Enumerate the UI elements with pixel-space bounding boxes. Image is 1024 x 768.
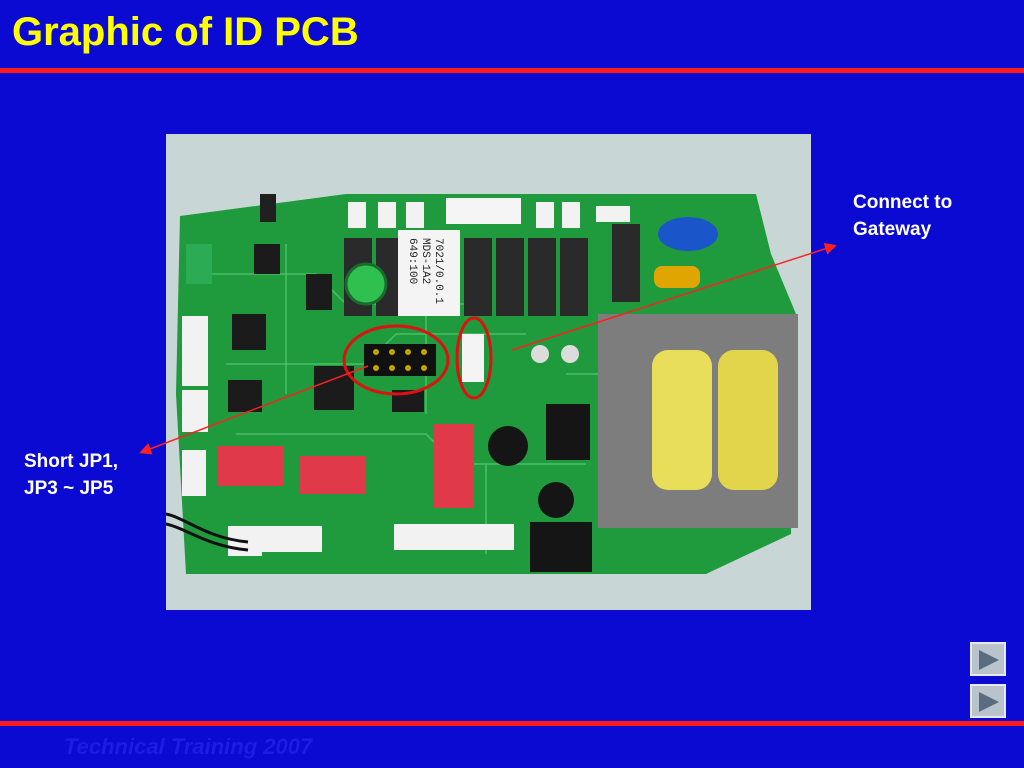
pcb-illustration: 7021/0.0.1 MDS-1A2 649:100 [166,194,798,574]
regulator [546,404,590,460]
sticker-line-2: MDS-1A2 [419,238,431,284]
jumper-highlight [342,324,450,396]
gateway-callout: Connect to Gateway [853,189,952,243]
capacitor-yellow [654,266,700,288]
sticker-line-1: 7021/0.0.1 [432,238,444,304]
slide-title: Graphic of ID PCB [12,10,359,54]
play-icon [979,692,999,712]
pcb-sticker [398,230,460,316]
transformer-coil-right [718,350,778,490]
capacitor-black [538,482,574,518]
gateway-callout-line-1: Connect to [853,192,953,213]
connector-top [446,198,521,224]
connector-highlight [455,316,493,400]
heatsink [530,522,592,572]
transformer-coil-left [652,350,712,490]
short-jumper-callout: Short JP1, JP3 ~ JP5 [24,448,118,502]
capacitor-blue [658,217,718,251]
short-callout-line-2: JP3 ~ JP5 [24,478,114,499]
last-slide-button[interactable] [970,684,1006,718]
sticker-line-3: 649:100 [406,238,418,284]
title-divider [0,68,1024,73]
footer-divider [0,721,1024,726]
next-slide-button[interactable] [970,642,1006,676]
dip-switch-3 [434,424,474,508]
dip-switch-2 [300,456,366,494]
buzzer [488,426,528,466]
play-icon [979,650,999,670]
dip-switch-1 [218,446,284,486]
gateway-connector [462,334,484,382]
terminal-block [186,244,212,284]
push-button [260,194,276,222]
capacitor-green [344,262,388,306]
footer-text: Technical Training 2007 [64,734,313,759]
gateway-callout-line-2: Gateway [853,219,932,240]
pcb-photo: 7021/0.0.1 MDS-1A2 649:100 [166,134,811,610]
short-callout-line-1: Short JP1, [24,451,118,472]
